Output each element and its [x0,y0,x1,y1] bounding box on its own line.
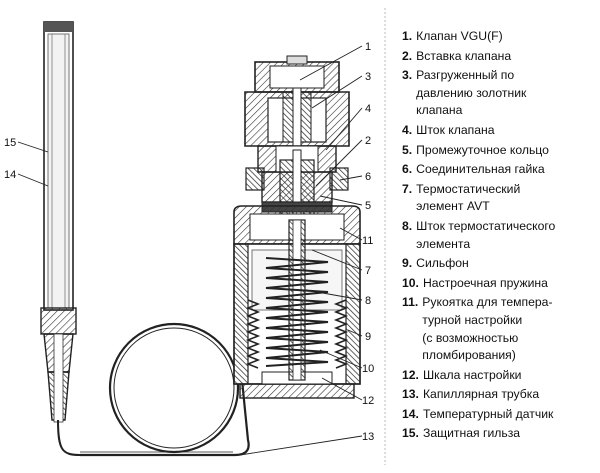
legend-item-number: 11. [402,295,419,310]
legend-item-number: 6. [402,162,413,177]
legend-item: 9.Сильфон [402,255,596,273]
callout-4: 4 [365,103,371,115]
legend-item-text: Разгруженный по давлению золотник клапан… [416,68,527,118]
legend-item: 2.Вставка клапана [402,48,596,66]
legend-item: 3.Разгруженный по давлению золотник клап… [402,67,596,120]
legend-item: 13.Капиллярная трубка [402,386,596,404]
bellows [245,299,349,369]
callout-9: 9 [365,331,371,343]
legend-item-text: Температурный датчик [422,406,554,421]
legend-item-number: 12. [402,367,419,382]
legend-item: 6.Соединительная гайка [402,161,596,179]
legend-item: 7.Термостатический элемент AVT [402,181,596,216]
callout-12: 12 [362,395,374,407]
legend-item-number: 8. [402,218,413,233]
legend-item-number: 2. [402,48,413,63]
legend-item-text: Капиллярная трубка [422,387,540,402]
callout-2: 2 [365,135,371,147]
legend-item-text: Рукоятка для темпера- турной настройки (… [422,295,553,363]
valve-body [244,55,350,173]
legend-item: 15.Защитная гильза [402,425,596,443]
callout-1: 1 [365,41,371,53]
callout-13: 13 [362,431,374,443]
capillary-tube [80,322,250,457]
legend-item: 5.Промежуточное кольцо [402,142,596,160]
legend-item-number: 13. [402,387,419,402]
legend-item-number: 10. [402,275,419,290]
legend-item-number: 14. [402,406,419,421]
legend-item-number: 4. [402,122,413,137]
legend-item-text: Сильфон [416,256,469,271]
legend-item: 11.Рукоятка для темпера- турной настройк… [402,294,596,364]
callout-15: 15 [4,137,16,149]
legend-item-text: Термостатический элемент AVT [416,181,521,214]
leader-lines [17,45,363,456]
callout-6: 6 [365,171,371,183]
legend-item-number: 5. [402,142,413,157]
legend-item-text: Вставка клапана [416,48,512,63]
legend-item-number: 9. [402,256,413,271]
legend-item-text: Шток клапана [416,122,495,137]
setting-spring [265,257,329,367]
legend-item-number: 3. [402,68,413,83]
callout-7: 7 [365,265,371,277]
thermostat-drawing: 1 3 4 2 6 5 11 7 8 9 10 12 13 15 14 [4,8,386,465]
callout-14: 14 [4,169,16,181]
sensor-sleeve [40,21,81,456]
callout-11: 11 [362,235,373,247]
legend-item-number: 7. [402,181,413,196]
legend-item-text: Шкала настройки [422,367,522,382]
legend-item: 10.Настроечная пружина [402,275,596,293]
legend-item-text: Промежуточное кольцо [416,142,549,157]
legend-item-number: 15. [402,426,419,441]
legend-item-text: Шток термостатического элемента [416,218,556,251]
legend-item-text: Клапан VGU(F) [416,29,503,43]
legend-item: 4.Шток клапана [402,122,596,140]
callout-3: 3 [365,71,371,83]
callout-5: 5 [365,200,371,212]
legend-item: 1.Клапан VGU(F) [402,28,596,46]
callout-8: 8 [365,295,371,307]
legend-item-number: 1. [402,29,413,43]
legend-item: 8.Шток термостатического элемента [402,218,596,253]
legend-item: 14.Температурный датчик [402,406,596,424]
legend-item-text: Настроечная пружина [422,275,548,290]
legend-item-text: Защитная гильза [422,426,521,441]
legend-item: 12.Шкала настройки [402,367,596,385]
legend-item-text: Соединительная гайка [416,162,545,177]
callout-10: 10 [362,363,374,375]
